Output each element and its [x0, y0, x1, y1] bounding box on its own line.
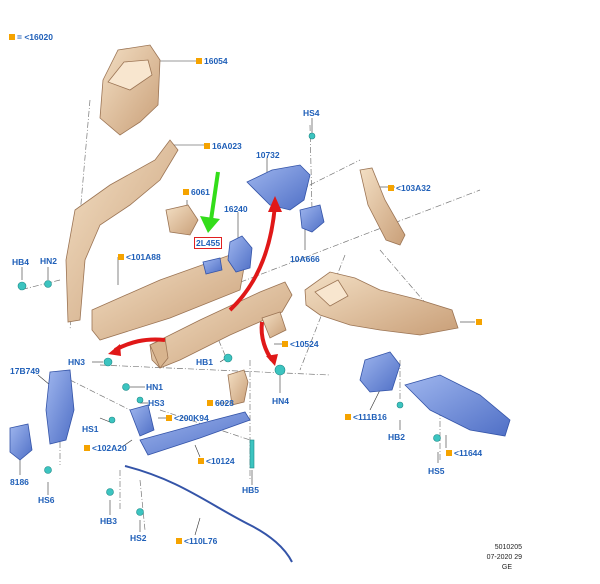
fasteners [17, 132, 441, 516]
callout-10524: <10524 [282, 339, 319, 349]
steel-parts [65, 44, 459, 406]
green-arrow [200, 171, 220, 233]
callout-HN4: HN4 [272, 396, 290, 406]
footer-region: GE [501, 564, 512, 571]
legend-text: = <16020 [17, 32, 53, 42]
bracket-10732 [246, 164, 311, 211]
callout-10732: 10732 [256, 150, 280, 160]
callout-16240: 16240 [224, 204, 248, 214]
bar-10124 [139, 411, 251, 456]
callout-10124: <10124 [198, 456, 235, 466]
callout-HS5: HS5 [428, 466, 445, 476]
bracket-17B749 [45, 369, 75, 445]
callout-11644: <11644 [446, 448, 482, 458]
orange-markers [476, 319, 482, 325]
callout-102A20: <102A20 [84, 443, 127, 453]
callout-HB1: HB1 [196, 357, 214, 367]
callout-HS3: HS3 [148, 398, 165, 408]
red-arrowheads [108, 196, 282, 366]
blue-parts [9, 164, 511, 461]
bracket-111B16 [359, 351, 401, 393]
callout-16054: 16054 [196, 56, 228, 66]
apron-rail-16A023 [65, 139, 179, 323]
lower-rail-101A88 [91, 254, 246, 341]
mount-16240 [227, 235, 253, 273]
callout-HS1: HS1 [82, 424, 99, 434]
callout-16A023: 16A023 [204, 141, 242, 151]
clip-2L455 [202, 257, 223, 275]
callout-HS6: HS6 [38, 495, 55, 505]
callout-HS2: HS2 [130, 533, 147, 543]
callout-HN2: HN2 [40, 256, 58, 266]
callout-103A32: <103A32 [388, 183, 431, 193]
bracket-102A20 [129, 404, 155, 437]
legend: = <16020 [9, 32, 53, 42]
callout-HN1: HN1 [146, 382, 164, 392]
bracket-6061 [165, 204, 199, 236]
callout-HN3: HN3 [68, 357, 86, 367]
label-leaders [19, 60, 475, 536]
bracket-10A666 [299, 204, 325, 233]
callout-HS4: HS4 [303, 108, 320, 118]
callout-6061: 6061 [183, 187, 210, 197]
bracket-10524 [261, 311, 287, 339]
crossmember-11644 [404, 374, 511, 437]
callout-HB2: HB2 [388, 432, 406, 442]
callout-HB5: HB5 [242, 485, 260, 495]
callout-HB4: HB4 [12, 257, 30, 267]
callout-111B16: <111B16 [345, 412, 387, 422]
callout-8186: 8186 [10, 477, 29, 487]
bracket-6028 [227, 369, 249, 406]
callout-HB3: HB3 [100, 516, 118, 526]
callout-10A666: 10A666 [290, 254, 320, 264]
callout-200K94: <200K94 [166, 413, 209, 423]
footer-date: 07-2020 29 [486, 554, 522, 561]
callout-101A88: <101A88 [118, 252, 161, 262]
callout-6028: 6028 [207, 398, 234, 408]
legend-marker [9, 34, 15, 40]
callout-17B749: 17B749 [10, 366, 40, 376]
rail-103A32 [359, 167, 406, 246]
footer-code: 5010205 [494, 544, 522, 551]
callout-2L455: 2L455 [194, 237, 223, 249]
callout-110L76: <110L76 [176, 536, 217, 546]
bracket-8186 [9, 423, 33, 461]
cable-110L76 [124, 465, 293, 563]
